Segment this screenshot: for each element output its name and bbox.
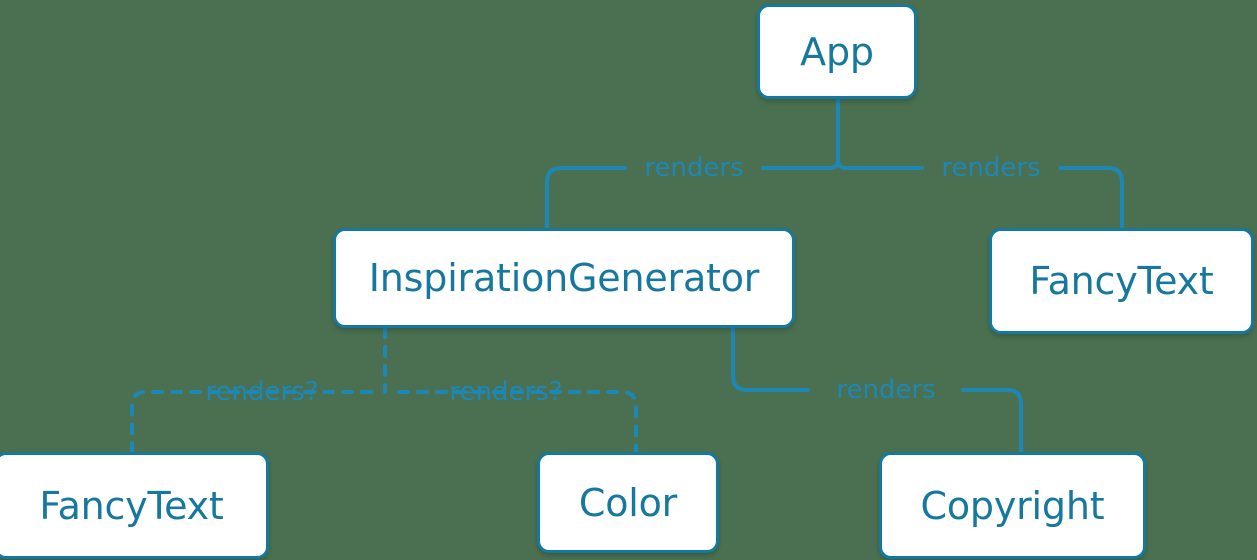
edge-app-to-inspiration-generator: [545, 166, 627, 230]
node-fancytext-right-label: FancyText: [1029, 259, 1214, 303]
edge-copyright-elbow: [961, 388, 1023, 454]
node-fancytext-bottom[interactable]: FancyText: [0, 452, 269, 559]
node-app-label: App: [800, 29, 874, 74]
node-fancytext-right[interactable]: FancyText: [989, 228, 1254, 334]
edge-inspiration-generator-to-color: [397, 390, 638, 454]
node-color-label: Color: [578, 480, 678, 525]
node-inspiration-generator[interactable]: InspirationGenerator: [333, 228, 795, 328]
node-copyright-label: Copyright: [920, 483, 1105, 528]
edge-app-stem: [761, 97, 840, 170]
edge-inspiration-generator-to-copyright: [731, 326, 810, 392]
node-app[interactable]: App: [757, 4, 917, 99]
node-fancytext-bottom-label: FancyText: [39, 483, 224, 528]
node-copyright[interactable]: Copyright: [879, 452, 1146, 559]
node-inspiration-generator-label: InspirationGenerator: [368, 256, 760, 300]
node-color[interactable]: Color: [537, 452, 719, 553]
edge-app-to-fancytext-right: [1058, 166, 1124, 230]
edge-app-stem-right: [836, 158, 924, 170]
edge-inspiration-generator-to-fancytext-bottom: [130, 390, 373, 454]
